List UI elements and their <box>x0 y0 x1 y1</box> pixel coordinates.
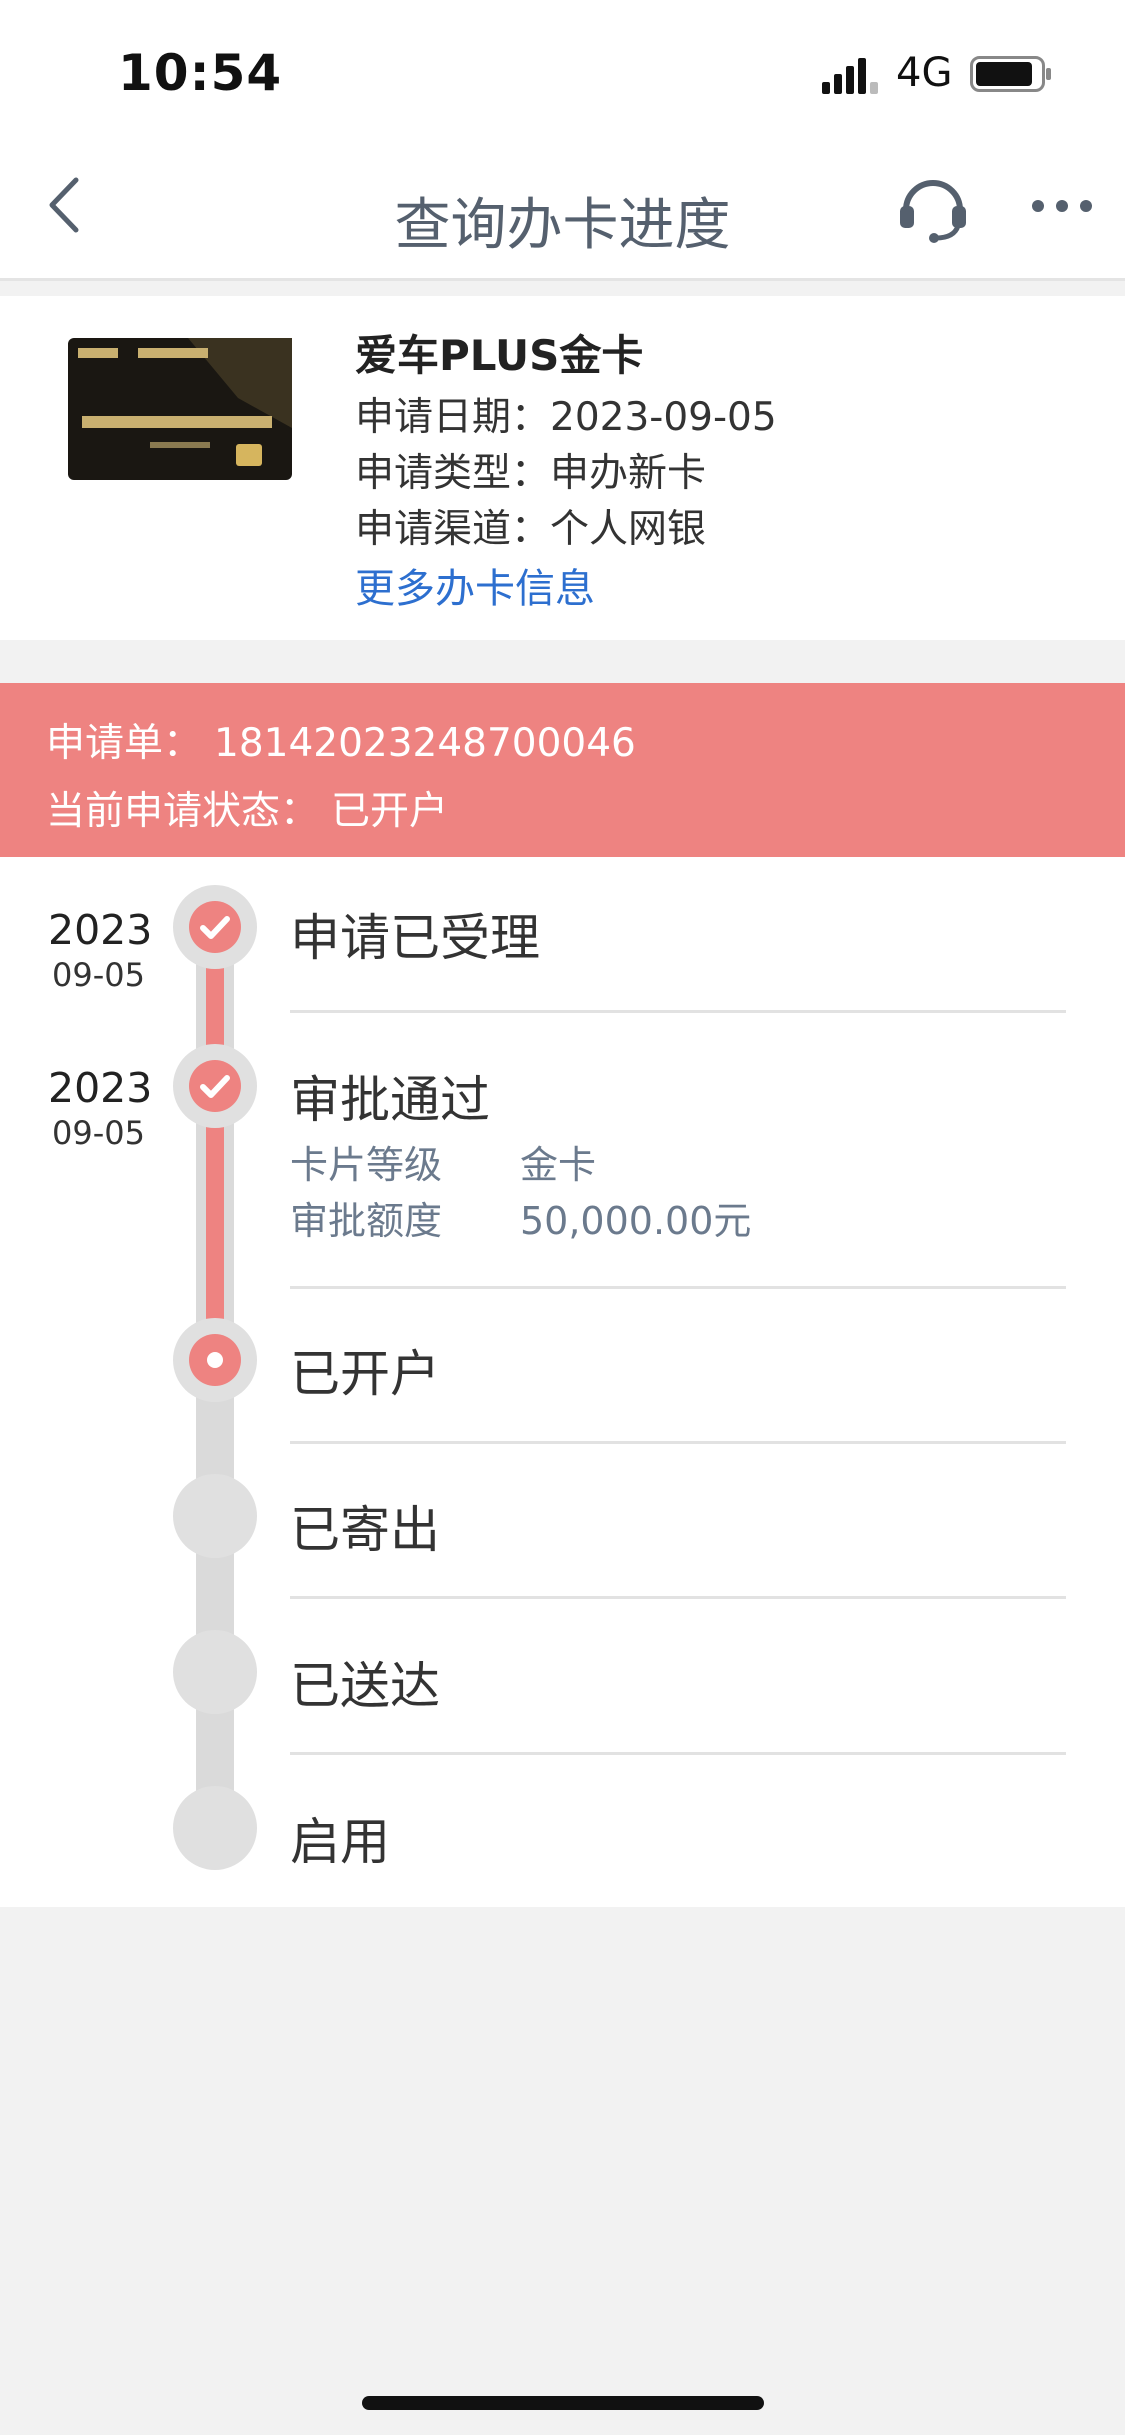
headset-icon[interactable] <box>896 168 970 244</box>
status-time: 10:54 <box>118 44 283 102</box>
detail-value: 50,000.00元 <box>520 1199 752 1243</box>
nav-bar <box>0 140 1125 281</box>
step-title: 已送达 <box>290 1657 440 1715</box>
step-node-done <box>173 885 257 969</box>
status-bar <box>0 0 1125 140</box>
divider <box>290 1596 1066 1599</box>
battery-icon <box>970 56 1051 92</box>
progress-timeline <box>0 857 1125 1907</box>
divider <box>290 1010 1066 1013</box>
step-date-day: 09-05 <box>52 1114 145 1152</box>
apply-type: 申请类型：申办新卡 <box>355 451 707 496</box>
detail-label: 审批额度 <box>290 1199 443 1243</box>
home-indicator[interactable] <box>362 2396 764 2410</box>
detail-value: 金卡 <box>520 1143 597 1187</box>
divider <box>290 1286 1066 1289</box>
detail-label: 卡片等级 <box>290 1143 443 1187</box>
order-number: 18142023248700046 <box>214 721 636 766</box>
step-node-pending <box>173 1786 257 1870</box>
step-title: 启用 <box>290 1813 390 1871</box>
current-dot-icon <box>189 1334 241 1386</box>
check-icon <box>189 1060 241 1112</box>
step-date-day: 09-05 <box>52 956 145 994</box>
more-card-info-link[interactable]: 更多办卡信息 <box>355 566 595 612</box>
order-number-row: 申请单：18142023248700046 <box>46 712 636 768</box>
signal-icon <box>822 58 878 94</box>
step-node-current <box>173 1318 257 1402</box>
step-title: 申请已受理 <box>290 909 540 967</box>
timeline-progress-track <box>206 920 224 1360</box>
step-node-pending <box>173 1474 257 1558</box>
chevron-left-icon[interactable] <box>40 170 90 240</box>
step-node-pending <box>173 1630 257 1714</box>
step-title: 已寄出 <box>290 1501 440 1559</box>
divider <box>290 1441 1066 1444</box>
step-date-year: 2023 <box>48 906 153 954</box>
current-status-row: 当前申请状态：已开户 <box>46 780 448 836</box>
divider <box>290 1752 1066 1755</box>
page-title: 查询办卡进度 <box>394 193 731 258</box>
status-value: 已开户 <box>331 789 449 834</box>
step-title: 已开户 <box>290 1345 440 1403</box>
step-node-done <box>173 1044 257 1128</box>
card-name: 爱车PLUS金卡 <box>355 331 644 380</box>
apply-date: 申请日期：2023-09-05 <box>355 395 777 440</box>
credit-card-image <box>68 338 292 480</box>
order-label: 申请单： <box>46 721 203 766</box>
network-type: 4G <box>896 50 953 96</box>
apply-channel: 申请渠道：个人网银 <box>355 507 707 552</box>
step-date-year: 2023 <box>48 1064 153 1112</box>
check-icon <box>189 901 241 953</box>
more-dots-icon[interactable] <box>1030 196 1094 216</box>
step-title: 审批通过 <box>290 1071 490 1129</box>
application-status-banner <box>0 683 1125 857</box>
status-label: 当前申请状态： <box>46 789 320 834</box>
